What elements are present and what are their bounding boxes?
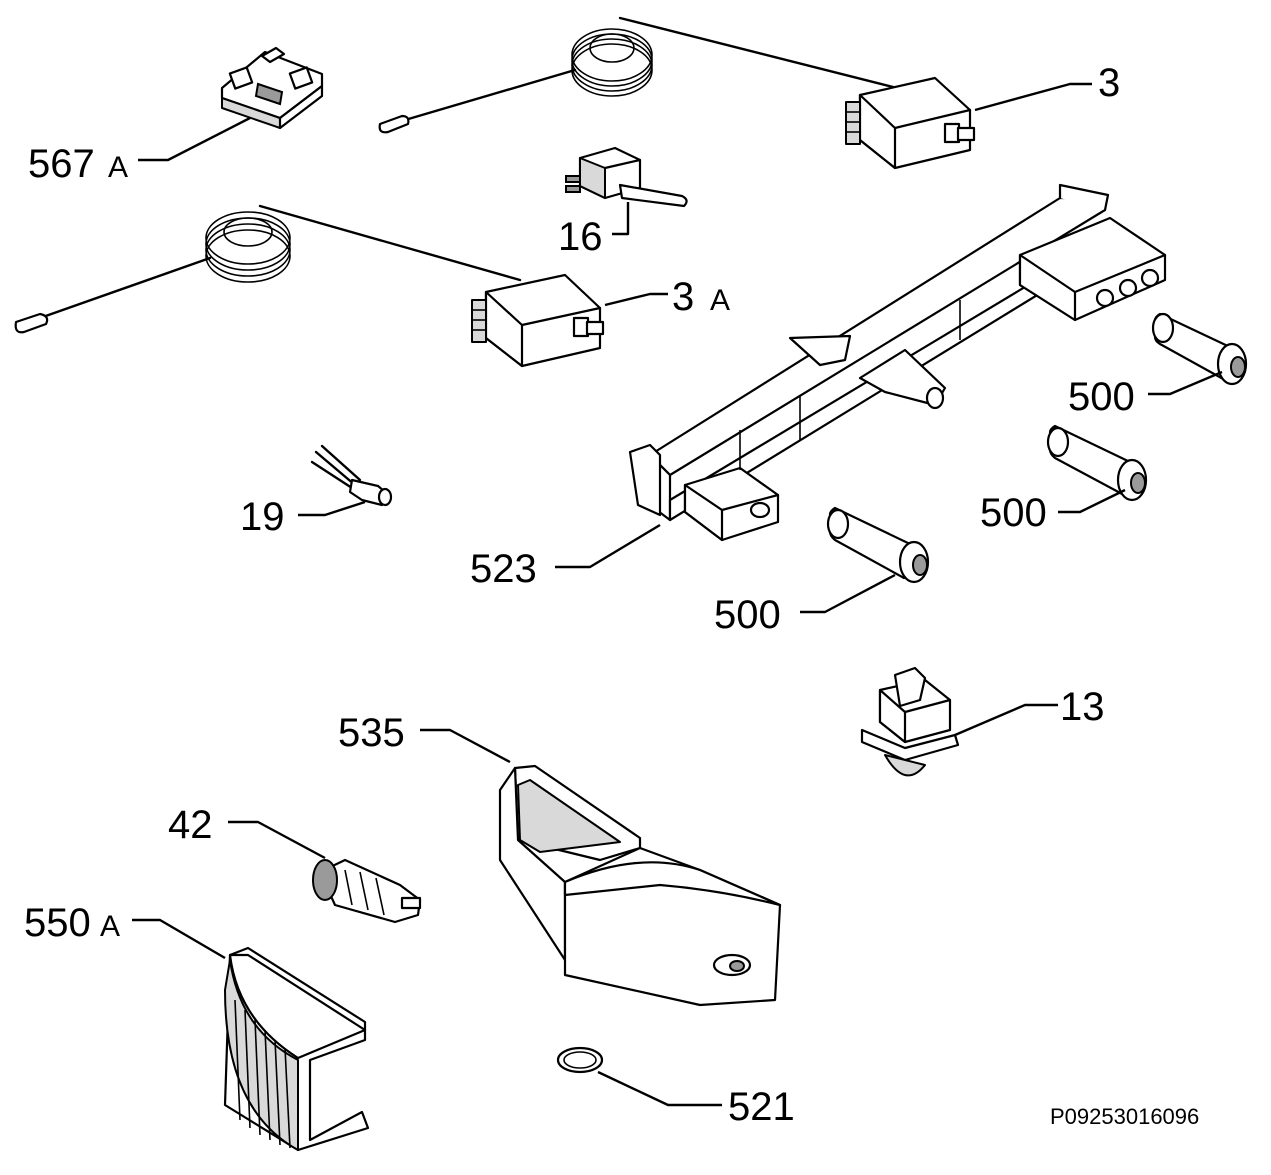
part-500c-plug (826, 506, 930, 584)
capillary-coil-3 (403, 16, 907, 122)
label-535: 535 (338, 711, 405, 755)
drawing-code: P09253016096 (1050, 1104, 1199, 1129)
label-19: 19 (240, 495, 285, 539)
leader-523 (555, 523, 661, 569)
label-3a-suffix: A (710, 284, 730, 317)
part-500a-plug (1151, 312, 1248, 386)
part-550a-cover (223, 946, 370, 1152)
part-16-switch (565, 146, 688, 208)
leader-3a (604, 292, 668, 307)
part-3-thermostat (378, 16, 976, 170)
part-567a-terminal-block (220, 46, 324, 130)
part-42-bulb-holder (312, 858, 422, 924)
part-523-frame (628, 183, 1167, 542)
leader-16 (612, 202, 630, 236)
label-500c: 500 (714, 593, 781, 637)
label-567a: 567 (28, 142, 95, 186)
label-523: 523 (470, 547, 537, 591)
leader-42 (228, 820, 326, 860)
leader-13 (954, 703, 1058, 737)
leader-19 (298, 500, 366, 517)
label-42: 42 (168, 803, 213, 847)
label-500b: 500 (980, 491, 1047, 535)
label-3a: 3 (672, 275, 694, 319)
leader-550a (132, 918, 226, 960)
label-13: 13 (1060, 685, 1105, 729)
leader-521 (597, 1070, 722, 1107)
ribs-550a (234, 999, 291, 1149)
part-13-socket (860, 666, 960, 777)
part-500b-plug (1046, 424, 1148, 502)
leader-500c (800, 573, 896, 614)
leader-535 (420, 728, 511, 764)
label-567a-suffix: A (108, 151, 128, 184)
part-521-o-ring (556, 1046, 604, 1074)
leader-567a (138, 116, 251, 162)
part-19-lamp (310, 444, 393, 507)
leader-500b (1058, 488, 1126, 514)
capillary-coil-3a (38, 204, 522, 320)
label-3: 3 (1098, 61, 1120, 105)
label-550a: 550 (24, 901, 91, 945)
leader-3 (974, 82, 1092, 112)
label-16: 16 (558, 215, 603, 259)
part-535-lamp-cover (498, 764, 782, 1007)
leader-500a (1148, 370, 1223, 396)
label-521: 521 (728, 1085, 795, 1129)
label-500a: 500 (1068, 375, 1135, 419)
label-550a-suffix: A (100, 910, 120, 943)
part-3a-thermostat (14, 204, 605, 368)
